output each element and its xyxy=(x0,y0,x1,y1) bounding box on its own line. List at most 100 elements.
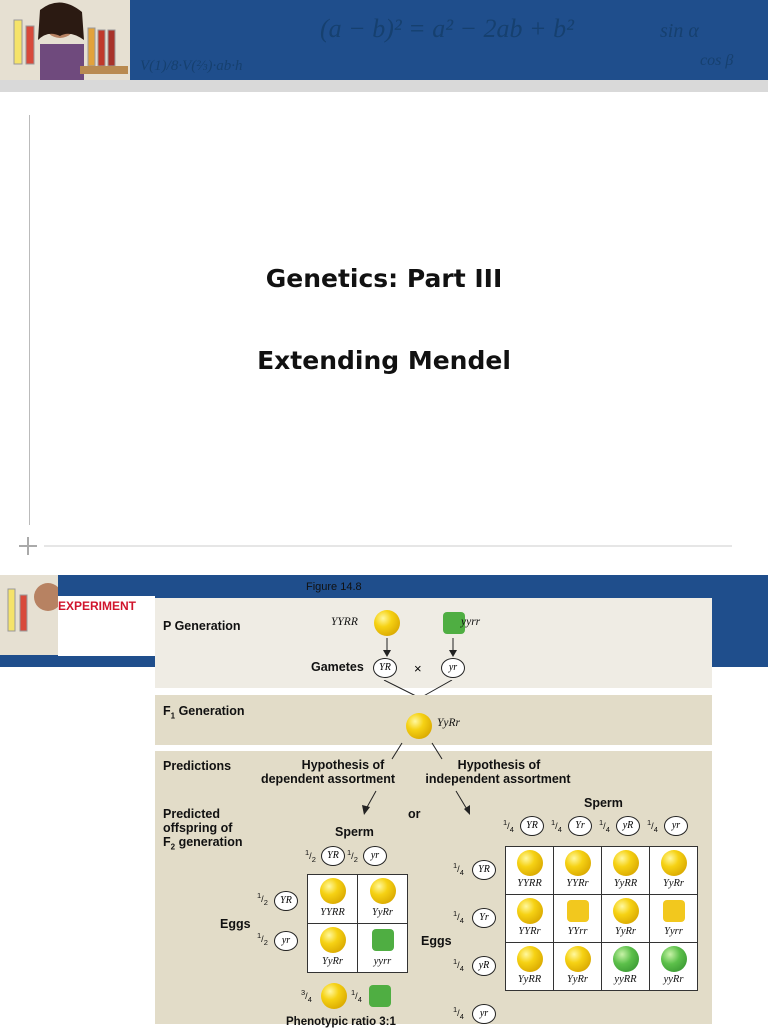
gamete-fraction: 1/2 xyxy=(305,848,316,864)
fraction-denominator: 4 xyxy=(459,867,464,877)
punnett-cell: YyRr xyxy=(553,942,602,991)
fraction-numerator: 1 xyxy=(599,818,604,827)
punnett-genotype: YYRr xyxy=(518,926,541,937)
punnett-genotype: YyRR xyxy=(613,878,638,889)
yellow-round-pea-icon xyxy=(613,898,639,924)
independent-sperm-label: Sperm xyxy=(584,796,623,810)
gamete-circle: Yr xyxy=(472,908,496,928)
yellow-round-pea-icon xyxy=(320,927,346,953)
gamete-fraction: 1/4 xyxy=(453,909,464,925)
hypothesis-independent-line1: Hypothesis of xyxy=(457,758,541,772)
fraction-denominator: 4 xyxy=(459,1011,464,1021)
gamete-fraction: 1/4 xyxy=(453,861,464,877)
yellow-round-pea-icon xyxy=(320,878,346,904)
gamete-circle: yR xyxy=(472,956,496,976)
f1-label-suffix: Generation xyxy=(175,704,245,718)
punnett-genotype: YyRr xyxy=(615,926,636,937)
punnett-cell: YYRr xyxy=(505,894,554,943)
cross-symbol: × xyxy=(414,661,422,676)
punnett-cell: Yyrr xyxy=(649,894,698,943)
predictions-label: Predictions xyxy=(163,759,232,773)
p-right-genotype: yyrr xyxy=(461,616,481,628)
header-equation: sin α xyxy=(660,20,699,42)
punnett-genotype: YYRR xyxy=(517,878,542,889)
green-round-pea-icon xyxy=(661,946,687,972)
yellow-round-pea-icon xyxy=(517,946,543,972)
punnett-genotype: YyRr xyxy=(567,974,588,985)
punnett-genotype: Yyrr xyxy=(664,926,683,937)
fraction-numerator: 1 xyxy=(453,1005,458,1014)
fraction-numerator: 1 xyxy=(305,848,310,857)
punnett-genotype: YyRr xyxy=(663,878,684,889)
gamete-fraction: 1/2 xyxy=(347,848,358,864)
yellow-round-pea-icon xyxy=(374,610,400,636)
gametes-label: Gametes xyxy=(311,660,364,674)
gamete-fraction: 1/4 xyxy=(647,818,658,834)
ratio-right-num: 1 xyxy=(351,988,356,997)
f1-label-prefix: F xyxy=(163,704,171,718)
punnett-cell: YYrr xyxy=(553,894,602,943)
punnett-cell: YYRR xyxy=(505,846,554,895)
yellow-round-pea-icon xyxy=(565,850,591,876)
predicted-offspring-line2: offspring of xyxy=(163,821,233,835)
ratio-fraction: 1/4 xyxy=(351,988,362,1004)
punnett-cell: YYRR xyxy=(307,874,358,924)
gamete-circle: yr xyxy=(274,931,298,951)
gamete-circle: yr xyxy=(664,816,688,836)
ratio-right-den: 4 xyxy=(357,994,362,1004)
or-label: or xyxy=(408,807,421,821)
punnett-cell: YYRr xyxy=(553,846,602,895)
gamete-fraction: 1/4 xyxy=(599,818,610,834)
ratio-left-num: 3 xyxy=(301,988,306,997)
punnett-genotype: YyRR xyxy=(517,974,542,985)
punnett-cell: yyrr xyxy=(357,923,408,973)
dependent-eggs-label: Eggs xyxy=(220,917,251,931)
yellow-round-pea-icon xyxy=(370,878,396,904)
margin-rule xyxy=(29,115,30,525)
fraction-numerator: 1 xyxy=(453,861,458,870)
yellow-wrinkled-pea-icon xyxy=(663,900,685,922)
fraction-numerator: 1 xyxy=(647,818,652,827)
hypothesis-independent-line2: independent assortment xyxy=(425,772,571,786)
yellow-round-pea-icon xyxy=(321,983,347,1009)
scientist-photo-illustration xyxy=(0,0,130,80)
punnett-genotype: YYrr xyxy=(567,926,588,937)
punnett-cell: yyRR xyxy=(601,942,650,991)
scientist-photo-illustration xyxy=(0,575,58,655)
punnett-genotype: yyRr xyxy=(663,974,684,985)
plus-divider xyxy=(19,537,732,555)
fraction-numerator: 1 xyxy=(257,891,262,900)
yellow-wrinkled-pea-icon xyxy=(567,900,589,922)
green-round-pea-icon xyxy=(613,946,639,972)
gamete-circle: YR xyxy=(274,891,298,911)
yellow-round-pea-icon xyxy=(406,713,432,739)
hypothesis-dependent-line1: Hypothesis of xyxy=(301,758,385,772)
ratio-left-den: 4 xyxy=(307,994,312,1004)
down-arrow-icon xyxy=(383,638,391,657)
f1-genotype: YyRr xyxy=(437,717,460,729)
header-equation: (a − b)² = a² − 2ab + b² xyxy=(320,14,574,43)
gamete-fraction: 1/2 xyxy=(257,931,268,947)
offspring-line3-sub: 2 xyxy=(170,842,176,852)
fraction-denominator: 2 xyxy=(353,854,358,864)
punnett-cell: YyRr xyxy=(601,894,650,943)
offspring-line3-prefix: F xyxy=(163,835,171,849)
punnett-cell: YyRr xyxy=(307,923,358,973)
gamete-circle: yR xyxy=(616,816,640,836)
slide-title: Genetics: Part III xyxy=(265,264,503,293)
p-generation-label: P Generation xyxy=(163,619,241,633)
header-equation: cos β xyxy=(700,52,734,69)
independent-eggs-label: Eggs xyxy=(421,934,452,948)
punnett-genotype: YyRr xyxy=(322,956,343,967)
predicted-offspring-line1: Predicted xyxy=(163,807,220,821)
fraction-denominator: 4 xyxy=(557,824,562,834)
fraction-numerator: 1 xyxy=(453,957,458,966)
punnett-genotype: yyrr xyxy=(373,956,392,967)
gamete-fraction: 1/4 xyxy=(551,818,562,834)
punnett-cell: YyRR xyxy=(601,846,650,895)
fraction-denominator: 2 xyxy=(263,897,268,907)
fraction-numerator: 1 xyxy=(347,848,352,857)
f1-generation-panel: F1 Generation YyRr xyxy=(155,695,712,745)
gamete-circle: YR xyxy=(373,658,397,678)
punnett-cell: YyRr xyxy=(649,846,698,895)
